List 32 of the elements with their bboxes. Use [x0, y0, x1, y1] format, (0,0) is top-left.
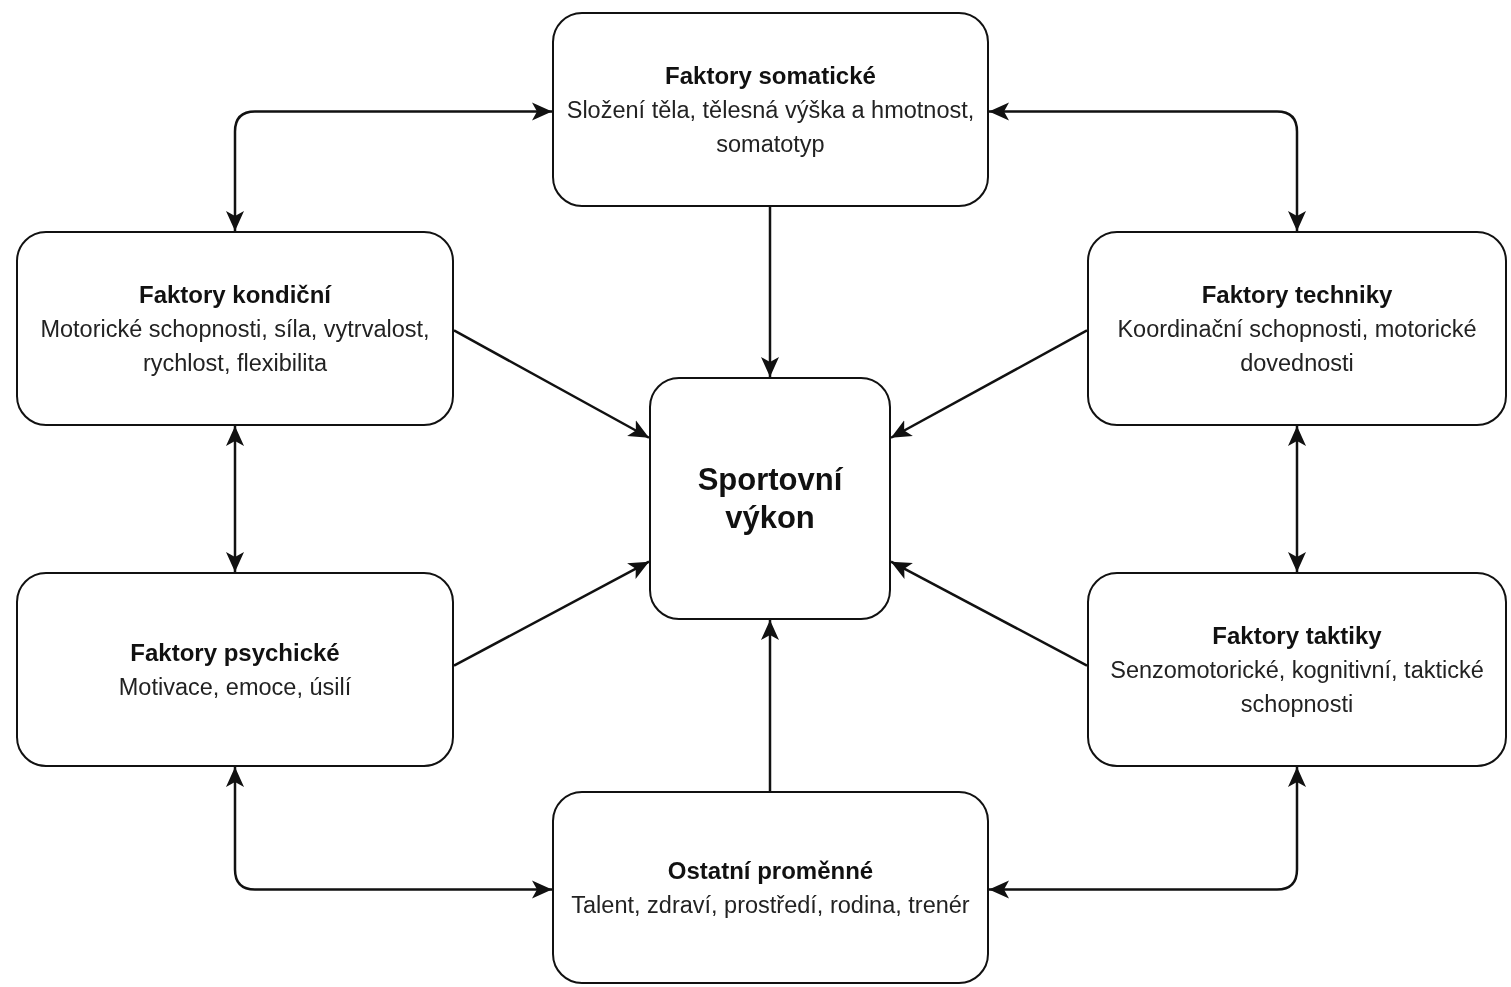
- box-heading: Faktory somatické: [665, 60, 876, 91]
- process-box: [1087, 572, 1507, 767]
- box-heading: Faktory techniky: [1201, 279, 1393, 310]
- box-description: Koordinační schopnosti, motorické dovednosti: [1116, 314, 1478, 378]
- arrow: [989, 767, 1306, 899]
- box-description: Motorické schopnosti, síla, vytrvalost, rychlost, flexibilita: [39, 314, 431, 378]
- arrow: [1288, 426, 1306, 572]
- process-box: [552, 791, 989, 984]
- arrow: [890, 329, 1088, 439]
- box-description: Složení těla, tělesná výška a hmotnost, somatotyp: [565, 95, 976, 159]
- arrow: [989, 102, 1306, 231]
- arrow: [226, 426, 244, 572]
- process-box: [16, 572, 454, 767]
- process-box: [552, 12, 989, 207]
- process-box: [16, 231, 454, 426]
- box-heading: Faktory psychické: [130, 637, 340, 668]
- box-description: Senzomotorické, kognitivní, taktické schopnosti: [1109, 655, 1485, 719]
- process-box: [649, 377, 891, 620]
- box-heading: Sportovní výkon: [696, 460, 844, 537]
- box-heading: Ostatní proměnné: [667, 855, 874, 886]
- box-heading: Faktory taktiky: [1212, 620, 1382, 651]
- arrow: [761, 620, 779, 791]
- box-heading: Faktory kondiční: [138, 279, 331, 310]
- box-description: Motivace, emoce, úsilí: [118, 672, 352, 702]
- arrow: [890, 560, 1088, 667]
- arrow: [761, 207, 779, 377]
- box-description: Talent, zdraví, prostředí, rodina, trenér: [571, 890, 970, 920]
- arrow: [453, 560, 650, 667]
- arrow: [226, 767, 552, 899]
- arrow: [226, 102, 552, 231]
- process-box: [1087, 231, 1507, 426]
- arrow: [453, 329, 650, 439]
